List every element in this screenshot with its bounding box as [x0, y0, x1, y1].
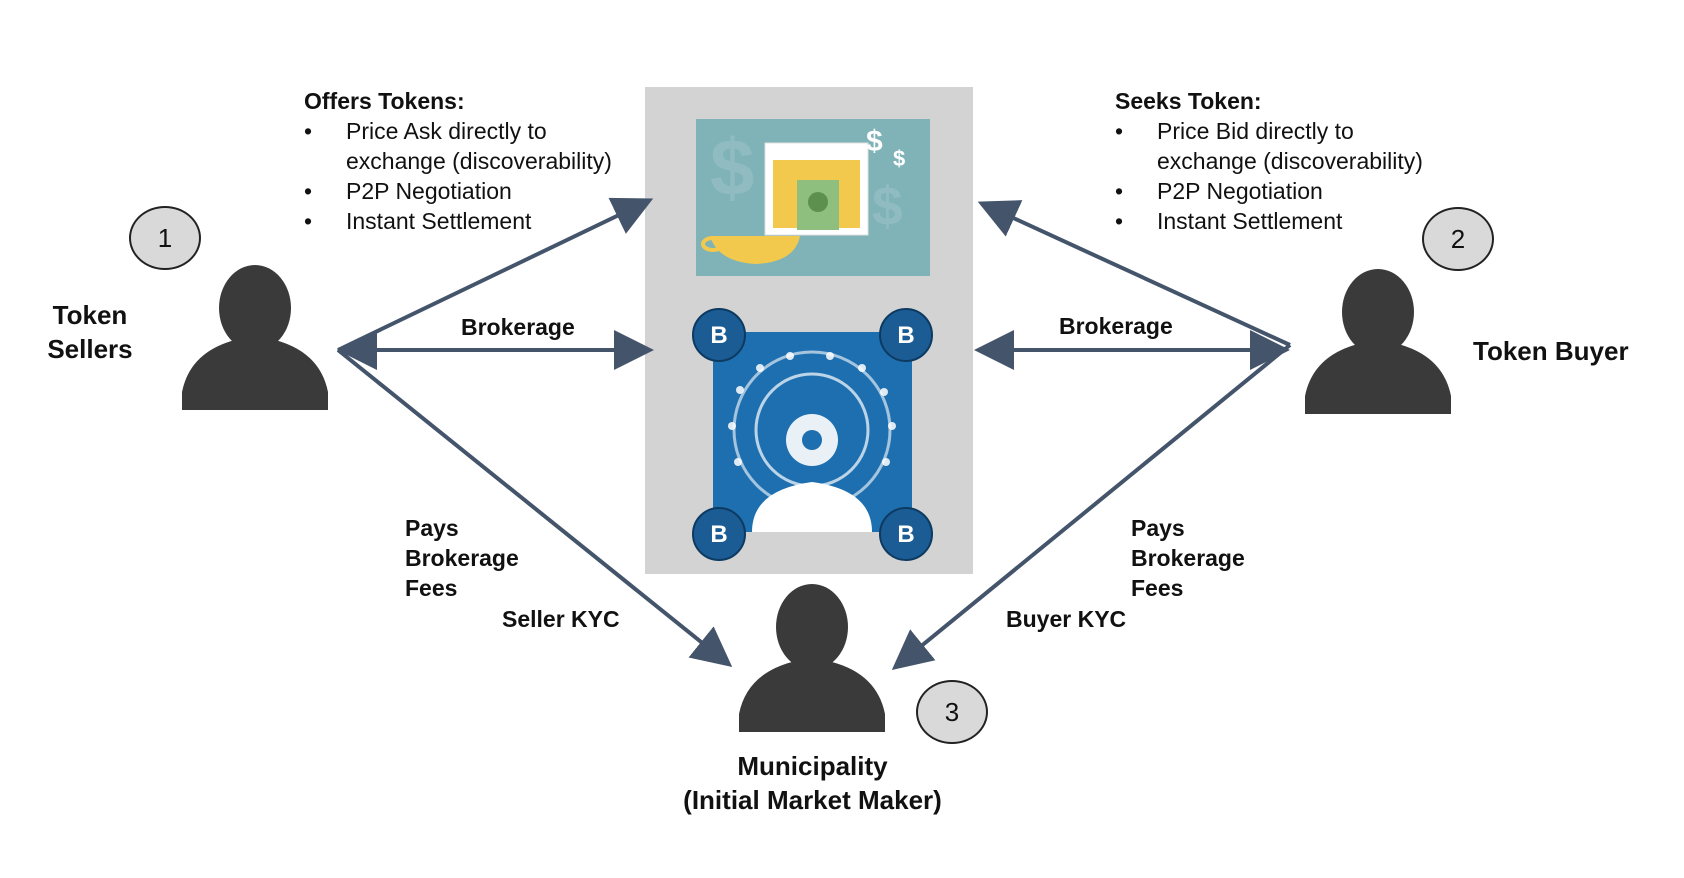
svg-text:$: $: [710, 123, 755, 212]
seller-kyc-label: Seller KYC: [502, 606, 620, 632]
list-item: P2P Negotiation: [1115, 176, 1423, 206]
svg-text:B: B: [897, 322, 914, 349]
svg-text:B: B: [710, 521, 727, 548]
svg-text:$: $: [872, 175, 903, 237]
atm-payment-illustration: $ $ $ $: [696, 119, 930, 276]
person-icon-buyer: [1305, 269, 1451, 414]
fees-label-right: Pays Brokerage Fees: [1131, 515, 1245, 601]
offers-heading: Offers Tokens:: [304, 88, 465, 114]
person-icon-municipality: [739, 584, 885, 732]
buyer-kyc-label: Buyer KYC: [1006, 606, 1127, 632]
fees-label-left: Pays Brokerage Fees: [405, 515, 519, 601]
list-item: Instant Settlement: [304, 206, 612, 236]
badge-buyer: 2: [1422, 207, 1494, 271]
connector-arrows: [336, 197, 1292, 671]
offers-list: Offers Tokens: Price Ask directly toexch…: [304, 86, 612, 236]
municipality-name: Municipality (Initial Market Maker): [650, 749, 975, 817]
arrow-sellers-to-exchange: [337, 197, 654, 352]
sellers-name: Token Sellers: [47, 300, 133, 364]
svg-text:B: B: [710, 322, 727, 349]
municipality-name-line2: (Initial Market Maker): [683, 785, 942, 815]
badge-number: 1: [157, 222, 173, 253]
bitcoin-coin-icon: [692, 308, 933, 561]
svg-text:$: $: [893, 146, 905, 171]
list-item: Instant Settlement: [1115, 206, 1423, 236]
person-icon-sellers: [182, 265, 328, 410]
svg-text:$: $: [866, 125, 883, 158]
svg-text:B: B: [897, 521, 914, 548]
badge-number: 2: [1450, 223, 1466, 254]
arrow-buyer-to-exchange: [977, 200, 1291, 347]
badge-number: 3: [944, 696, 960, 727]
municipality-name-line1: Municipality: [737, 751, 888, 781]
badge-sellers: 1: [129, 206, 201, 270]
seeks-heading: Seeks Token:: [1115, 88, 1262, 114]
buyer-name: Token Buyer: [1473, 336, 1629, 366]
arrow-sellers-to-municipality: [336, 348, 733, 668]
badge-municipality: 3: [916, 680, 988, 744]
seeks-list: Seeks Token: Price Bid directly toexchan…: [1115, 86, 1423, 236]
arrow-buyer-to-municipality: [891, 343, 1292, 671]
blockchain-network-illustration: B B B B: [692, 308, 933, 561]
list-item: P2P Negotiation: [304, 176, 612, 206]
